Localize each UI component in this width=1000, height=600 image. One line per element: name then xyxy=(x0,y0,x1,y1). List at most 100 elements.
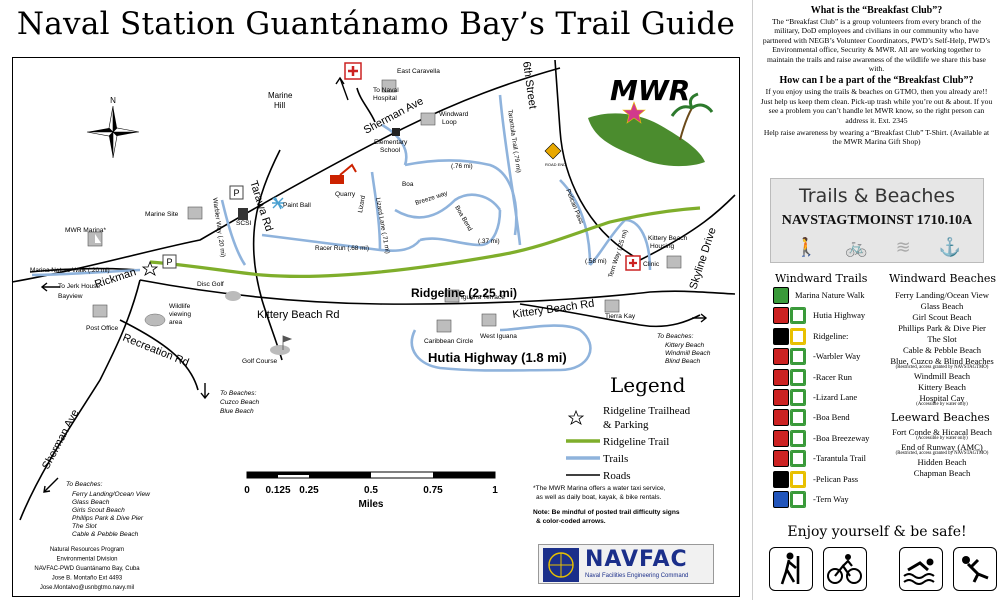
scale-tick-label: 1 xyxy=(492,485,498,496)
trail-arrow-sign-icon xyxy=(790,429,806,447)
trail-arrow-sign-icon xyxy=(790,409,806,427)
beach-access-note: (Restricted, access granted by NAVSTAGTM… xyxy=(895,451,989,456)
label-to-jerk-house-2: Bayview xyxy=(58,293,83,300)
sidebar-paragraph-2: If you enjoy using the trails & beaches … xyxy=(760,87,993,125)
swimming-icon xyxy=(899,547,943,591)
label-skyline-drive: Skyline Drive xyxy=(687,226,718,291)
label-windward-loop-1: Windward xyxy=(439,111,469,118)
beach-left-item: Ferry Landing/Ocean View xyxy=(72,491,151,498)
trail-difficulty-sign-icon xyxy=(773,450,789,468)
beach-right-item: Windmill Beach xyxy=(665,350,711,357)
banner-swimming-icon: ≋ xyxy=(895,237,911,257)
label-to-beaches-mid: To Beaches: xyxy=(220,390,257,397)
road-6th-street xyxy=(554,59,641,261)
trail-arrow-sign-icon xyxy=(790,348,806,366)
clinic-icon xyxy=(625,255,641,271)
label-to-naval-hospital-1: To Naval xyxy=(373,87,399,94)
beach-left-item: Cable & Pebble Beach xyxy=(72,531,139,538)
housing-iguana-icon xyxy=(444,289,460,303)
roads xyxy=(11,59,736,521)
trail-list-item: Marina Nature Walk xyxy=(773,286,883,306)
trail-tarantula xyxy=(498,94,522,246)
trail-list-label: -Lizard Lane xyxy=(813,392,858,402)
leeward-beach-item: Hidden Beach xyxy=(917,457,967,467)
beach-mid-item: Cuzco Beach xyxy=(220,399,260,406)
trail-list-item: -Boa Bend xyxy=(773,408,883,428)
hospital-icon xyxy=(344,62,362,80)
credit-line: Jose B. Montaño Ext 4493 xyxy=(52,576,123,582)
post-office-icon xyxy=(92,304,108,318)
scale-tick-label: 0.5 xyxy=(364,485,378,496)
trail-marina-nature-walk xyxy=(31,268,141,277)
leeward-beach-item: Fort Conde & Hicacal Beach xyxy=(892,427,992,437)
beach-access-note: (Accessible by water only) xyxy=(916,402,968,407)
label-road-end-sign: ROAD END xyxy=(545,162,566,167)
trail-windward-loop xyxy=(381,123,408,166)
navfac-name: NAVFAC xyxy=(585,547,688,572)
trail-list-label: Ridgeline: xyxy=(813,330,849,341)
windward-trails-heading: Windward Trails xyxy=(775,272,868,285)
wildlife-duck-icon xyxy=(144,313,166,327)
road-tarawa xyxy=(252,149,283,361)
label-quarry: Quarry xyxy=(335,191,356,198)
trail-arrow-sign-icon xyxy=(790,368,806,386)
credit-line: Natural Resources Program xyxy=(50,547,124,553)
trail-hutia-highway xyxy=(410,324,592,372)
arrow-beaches-left-icon xyxy=(43,477,59,493)
housing-windward-loop-icon xyxy=(420,112,436,126)
compass-rose-icon: N xyxy=(86,96,140,159)
legend-star-icon xyxy=(567,409,585,425)
label-distance-76: (.76 mi) xyxy=(451,163,473,170)
leeward-beaches-heading: Leeward Beaches xyxy=(891,411,990,424)
label-ridgeline: Ridgeline (2.25 mi) xyxy=(411,286,517,300)
label-hutia-highway: Hutia Highway (1.8 mi) xyxy=(428,350,567,365)
road-end-sign-icon xyxy=(544,142,562,160)
trail-difficulty-sign-icon xyxy=(773,409,789,427)
trail-difficulty-sign-icon xyxy=(773,389,789,406)
trail-difficulty-sign-icon xyxy=(773,327,789,345)
legend-title: Legend xyxy=(610,373,686,397)
label-marine-hill-1: Marine xyxy=(268,91,293,100)
banner-activity-icons: 🚶 🚲 ≋ ⚓ xyxy=(781,237,975,261)
housing-marine-site-icon xyxy=(187,206,203,220)
direction-arrows xyxy=(40,76,708,493)
road-sherman-ave-bottom xyxy=(19,279,141,521)
label-wildlife-3: area xyxy=(169,319,183,326)
windward-beach-item: Phillips Park & Dive Pier xyxy=(898,323,986,333)
trail-list-label: -Tarantula Trail xyxy=(813,453,866,464)
label-post-office: Post Office xyxy=(86,325,118,332)
trail-difficulty-sign-icon xyxy=(773,287,789,304)
label-elementary-school-1: Elementary xyxy=(374,139,408,146)
label-east-caravella: East Caravella xyxy=(397,68,440,75)
trail-list-label: Hutia Highway xyxy=(813,310,866,321)
label-to-beaches-right: To Beaches: xyxy=(657,333,694,340)
label-boa-bend: Boa Bend xyxy=(453,205,473,233)
note-marina-1: *The MWR Marina offers a water taxi serv… xyxy=(533,485,666,492)
note-mindful-1: Note: Be mindful of posted trail difficu… xyxy=(533,509,680,516)
label-disc-golf: Disc Golf xyxy=(197,281,224,288)
parking-icons: P P xyxy=(162,185,244,269)
windward-beach-item: Glass Beach xyxy=(920,301,964,311)
housing-tierra-kay-icon xyxy=(604,299,620,313)
road-kittery-right-branch xyxy=(519,303,701,328)
windward-beaches-heading: Windward Beaches xyxy=(889,272,997,285)
trail-lizard-lane xyxy=(370,171,382,251)
beach-right-item: Kittery Beach xyxy=(665,342,705,349)
trail-difficulty-sign-icon xyxy=(773,470,789,488)
svg-text:MWR: MWR xyxy=(610,74,690,107)
label-windward-beach-housing-2: Housing xyxy=(650,243,675,250)
windward-beach-item: Windmill Beach xyxy=(913,371,971,381)
trail-arrow-sign-icon xyxy=(790,470,806,488)
scsi-icon xyxy=(238,208,248,220)
label-pelican-pass: Pelican Pass xyxy=(564,188,584,225)
note-marina-2: as well as daily boat, kayak, & bike ren… xyxy=(536,494,662,501)
svg-text:N: N xyxy=(110,96,116,105)
road-to-hospital xyxy=(356,87,376,123)
label-distance-58: (.58 mi) xyxy=(585,258,607,265)
label-scsi: SCSI xyxy=(236,220,252,227)
label-to-jerk-house-1: To Jerk House xyxy=(58,283,100,290)
navfac-subtitle: Naval Facilities Engineering Command xyxy=(585,573,689,579)
label-wildlife-2: viewing xyxy=(169,311,191,318)
beach-left-item: The Slot xyxy=(72,523,98,530)
trails-beaches-banner: Trails & Beaches NAVSTAGTMOINST 1710.10A… xyxy=(770,178,984,263)
